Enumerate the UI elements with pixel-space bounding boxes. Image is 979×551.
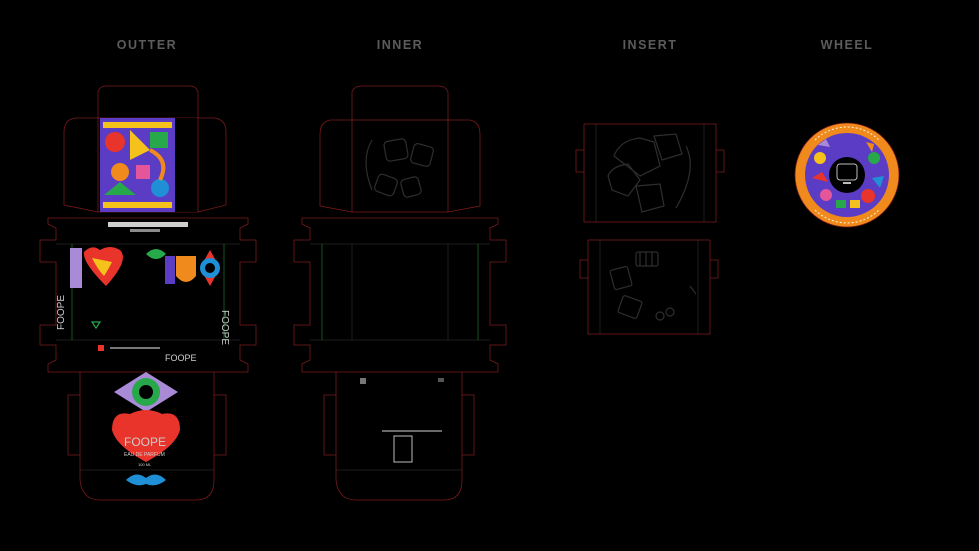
outter-dieline xyxy=(39,85,257,501)
outter-front-brand: FOOPE xyxy=(124,435,166,449)
outter-bottom-brand-right: FOOPE xyxy=(165,353,197,363)
outter-side-brand-left: FOOPE xyxy=(56,295,67,330)
outter-top-artwork xyxy=(100,118,197,212)
outter-side-brand-right: FOOPE xyxy=(219,310,230,345)
outter-middle-artwork: FOOPE FOOPE FOOPE xyxy=(56,222,230,363)
section-label-wheel: WHEEL xyxy=(820,38,874,52)
wheel-artwork xyxy=(794,122,900,228)
section-label-inner: INNER xyxy=(376,38,424,52)
section-label-insert: INSERT xyxy=(622,38,678,52)
outter-front-volume: 100 ML xyxy=(138,462,152,467)
inner-dieline xyxy=(293,85,507,501)
section-label-outter: OUTTER xyxy=(116,38,178,52)
insert-dieline xyxy=(575,123,725,335)
outter-front-artwork: FOOPE EAU DE PARFUM 100 ML xyxy=(112,372,180,486)
outter-front-subtitle: EAU DE PARFUM xyxy=(124,452,165,458)
